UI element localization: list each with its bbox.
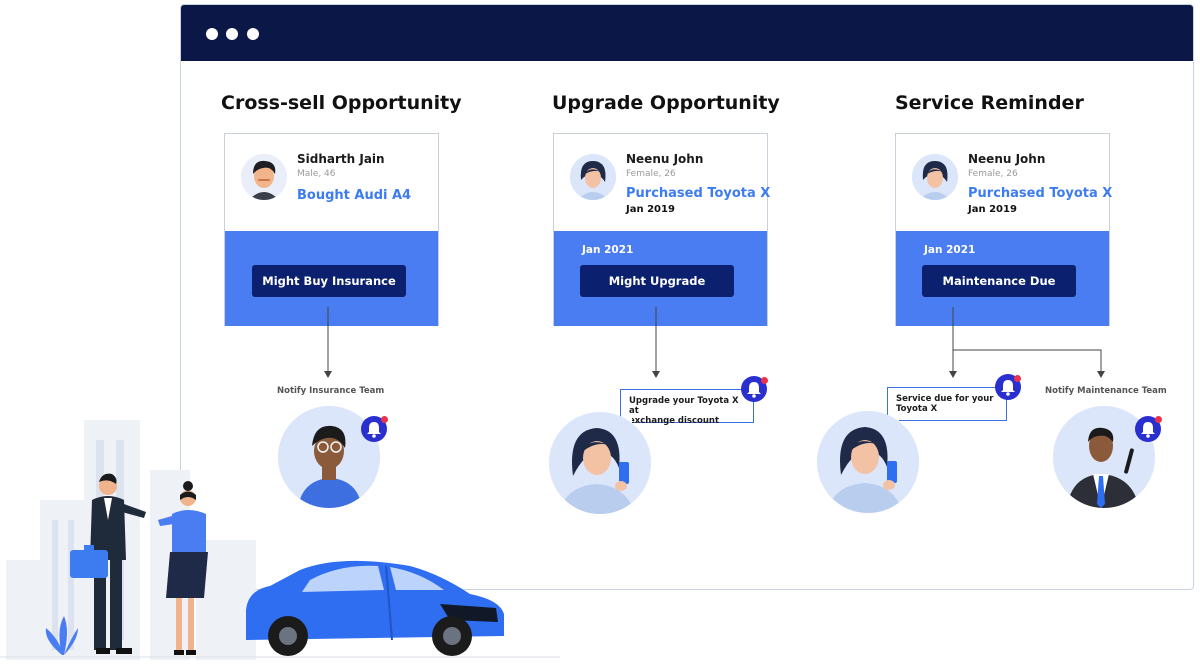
customer-name: Neenu John — [968, 152, 1046, 166]
notification-dot — [1155, 416, 1162, 423]
businesswoman-illustration — [158, 481, 208, 655]
cross-sell-card[interactable]: Sidharth Jain Male, 46 Bought Audi A4 Mi… — [224, 133, 439, 326]
service-notification-bubble: Service due for your Toyota X — [887, 387, 1007, 421]
window-dot-1[interactable] — [206, 28, 218, 40]
maintenance-agent-avatar — [1053, 406, 1155, 508]
window-titlebar — [181, 5, 1193, 61]
customer-name: Sidharth Jain — [297, 152, 385, 166]
leaf-plant-illustration — [45, 616, 78, 655]
bubble-line: exchange discount — [629, 416, 720, 426]
bell-icon[interactable] — [741, 376, 767, 402]
avatar — [241, 154, 287, 200]
window-dot-2[interactable] — [226, 28, 238, 40]
bell-icon[interactable] — [361, 416, 387, 442]
purchase-highlight: Purchased Toyota X — [968, 186, 1113, 201]
upgrade-title: Upgrade Opportunity — [552, 92, 780, 114]
notification-dot — [381, 416, 388, 423]
window-dot-3[interactable] — [247, 28, 259, 40]
bubble-line: Toyota X — [896, 404, 938, 414]
upgrade-card[interactable]: Neenu John Female, 26 Purchased Toyota X… — [553, 133, 771, 326]
customer-name: Neenu John — [626, 152, 704, 166]
purchase-date: Jan 2019 — [968, 204, 1017, 215]
customer-info: Sidharth Jain Male, 46 Bought Audi A4 — [225, 134, 438, 231]
city-buildings-illustration — [6, 420, 256, 660]
customer-meta: Male, 46 — [297, 169, 336, 179]
notify-insurance-label: Notify Insurance Team — [277, 386, 385, 396]
notification-dot — [1014, 375, 1021, 382]
upgrade-notification-bubble: Upgrade your Toyota X at exchange discou… — [620, 389, 754, 426]
purchase-date: Jan 2019 — [626, 204, 675, 215]
prediction-date: Jan 2021 — [582, 244, 634, 256]
customer-meta: Female, 26 — [626, 169, 676, 179]
maintenance-due-button[interactable]: Maintenance Due — [922, 265, 1076, 297]
customer-info: Neenu John Female, 26 Purchased Toyota X… — [554, 134, 771, 231]
prediction-date: Jan 2021 — [924, 244, 976, 256]
service-title: Service Reminder — [895, 92, 1084, 114]
card-action-area: Jan 2021 Maintenance Due — [896, 231, 1109, 326]
customer-info: Neenu John Female, 26 Purchased Toyota X… — [896, 134, 1113, 231]
avatar — [912, 154, 958, 200]
car-dealership-illustration — [0, 420, 560, 660]
customer-avatar — [817, 411, 919, 513]
customer-meta: Female, 26 — [968, 169, 1018, 179]
might-buy-insurance-button[interactable]: Might Buy Insurance — [252, 265, 406, 297]
bubble-line: Upgrade your Toyota X at — [629, 396, 739, 416]
bubble-line: Service due for your — [896, 394, 994, 404]
notification-dot — [761, 377, 768, 384]
notify-maintenance-label: Notify Maintenance Team — [1045, 386, 1167, 396]
purchase-highlight: Bought Audi A4 — [297, 188, 412, 203]
might-upgrade-button[interactable]: Might Upgrade — [580, 265, 734, 297]
avatar — [570, 154, 616, 200]
car-illustration — [246, 560, 504, 656]
customer-avatar — [549, 412, 651, 514]
card-action-area: Jan 2021 Might Upgrade — [554, 231, 767, 326]
purchase-highlight: Purchased Toyota X — [626, 186, 771, 201]
cross-sell-title: Cross-sell Opportunity — [221, 92, 462, 114]
businessman-illustration — [70, 473, 146, 654]
card-action-area: Might Buy Insurance — [225, 231, 438, 326]
service-card[interactable]: Neenu John Female, 26 Purchased Toyota X… — [895, 133, 1113, 326]
